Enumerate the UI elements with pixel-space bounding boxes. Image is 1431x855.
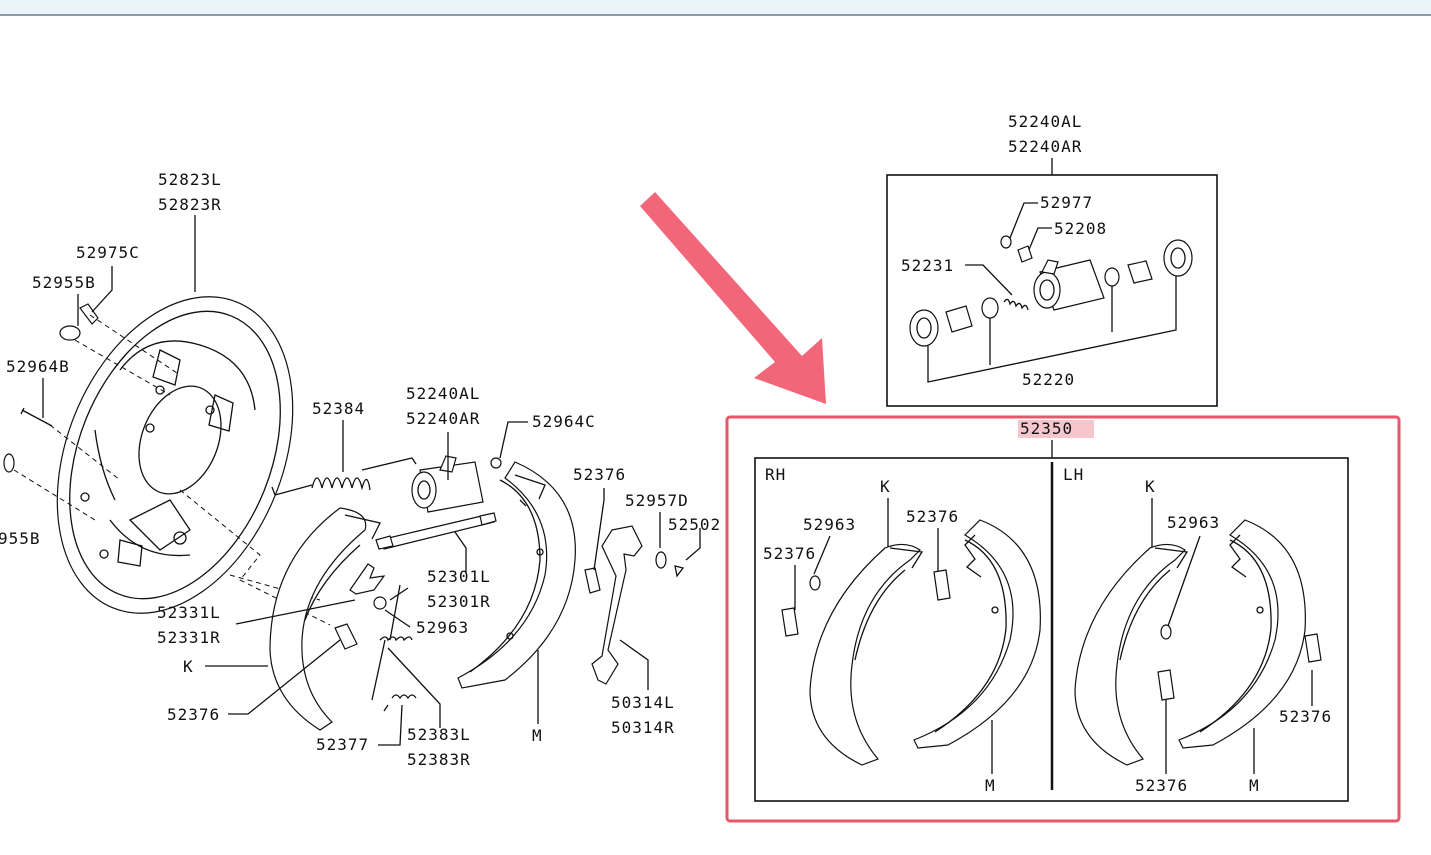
brake-shoe-k-left: [269, 507, 381, 731]
left-labels: 52823L 52823R 52975C 52955B 52964B 955B …: [0, 170, 721, 769]
label-50314l: 50314L: [611, 693, 675, 712]
label-k-left: K: [183, 657, 194, 676]
label-52383l: 52383L: [407, 725, 471, 744]
label-50314r: 50314R: [611, 718, 675, 737]
adjuster-strut: [375, 512, 497, 550]
backing-plate: [56, 296, 294, 614]
label-52240al: 52240AL: [406, 384, 480, 403]
lower-springs: [371, 584, 417, 712]
brake-shoe-m-left: [457, 461, 576, 689]
label-52963-left: 52963: [416, 618, 469, 637]
window-title-bar: [0, 0, 1431, 16]
label-52502: 52502: [668, 515, 721, 534]
label-52376-rh-top: 52376: [906, 507, 959, 526]
label-kit-52240ar: 52240AR: [1008, 137, 1082, 156]
label-kit-52240al: 52240AL: [1008, 112, 1082, 131]
label-52240ar: 52240AR: [406, 409, 480, 428]
label-52376-rh-left: 52376: [763, 544, 816, 563]
label-955b: 955B: [0, 529, 41, 548]
shoe-kit-lh: LH K 52963 52376 52376 M: [1063, 465, 1332, 795]
wheel-cylinder-left: [411, 455, 502, 513]
label-52823r: 52823R: [158, 195, 222, 214]
label-52384: 52384: [312, 399, 365, 418]
label-52963-rh: 52963: [803, 515, 856, 534]
label-52331l: 52331L: [157, 603, 221, 622]
shoe-kit-highlight: 52350: [725, 415, 1401, 823]
label-52376-lh-bottom: 52376: [1135, 776, 1188, 795]
label-52301r: 52301R: [427, 592, 491, 611]
leader-lines-left: [42, 215, 701, 746]
wheel-cylinder-kit-box: 52240AL 52240AR 52977 52208 52231 52220: [886, 112, 1218, 407]
label-rh: RH: [765, 465, 786, 484]
label-52383r: 52383R: [407, 750, 471, 769]
label-m-left: M: [532, 726, 543, 745]
label-52301l: 52301L: [427, 567, 491, 586]
shoe-kit-rh: RH K 52963 52376 52376 M: [763, 465, 1041, 795]
label-52376-lh-right: 52376: [1279, 707, 1332, 726]
label-52376-a: 52376: [573, 465, 626, 484]
label-m-lh: M: [1249, 776, 1260, 795]
label-52964c: 52964C: [532, 412, 596, 431]
label-52331r: 52331R: [157, 628, 221, 647]
label-k-rh: K: [880, 477, 891, 496]
label-52208: 52208: [1054, 219, 1107, 238]
highlight-arrow: [640, 192, 826, 404]
parking-lever-50314: [584, 525, 685, 685]
label-52963-lh: 52963: [1167, 513, 1220, 532]
label-52823l: 52823L: [158, 170, 222, 189]
label-52977: 52977: [1040, 193, 1093, 212]
label-52957d: 52957D: [625, 491, 689, 510]
label-52964b: 52964B: [6, 357, 70, 376]
return-spring-52384: [271, 457, 417, 496]
label-52975c: 52975C: [76, 243, 140, 262]
label-52376-b: 52376: [167, 705, 220, 724]
label-52350[interactable]: 52350: [1020, 419, 1073, 438]
label-k-lh: K: [1145, 477, 1156, 496]
small-fasteners-left: [3, 303, 331, 626]
label-52220: 52220: [1022, 370, 1075, 389]
label-52377: 52377: [316, 735, 369, 754]
label-52231: 52231: [901, 256, 954, 275]
label-lh: LH: [1063, 465, 1084, 484]
label-m-rh: M: [985, 776, 996, 795]
label-52955b: 52955B: [32, 273, 96, 292]
